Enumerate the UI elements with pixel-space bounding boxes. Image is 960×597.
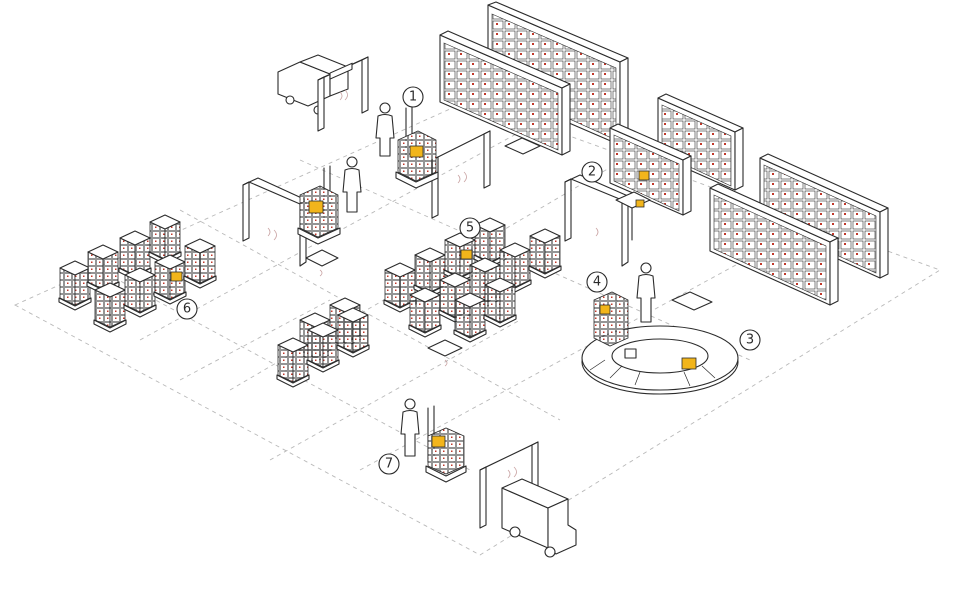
marker-label: 3: [746, 333, 754, 348]
shelf-unit-mid-2: [609, 123, 692, 216]
shelving-units: [439, 1, 889, 306]
pallet-stacks: [58, 214, 562, 388]
pallet-stack: [528, 228, 562, 279]
shelf-unit-mid-1: [657, 93, 744, 191]
marker-circle: [586, 271, 608, 293]
rfid-gate-center: [431, 130, 491, 219]
shelf-unit-back-2: [439, 30, 571, 156]
pallet-stack: [336, 307, 370, 358]
pallet-stack: [408, 287, 442, 338]
numbered-markers: 1 2 3 4 5 6 7: [176, 86, 761, 475]
shelf-unit-front-1: [759, 153, 889, 279]
pallet-stack: [58, 260, 92, 311]
marker-circle: [402, 86, 424, 108]
pallet-stack: [483, 277, 517, 328]
floor-antennas: [305, 137, 713, 367]
worker-forklift-3: [400, 398, 467, 483]
rfid-gate-top: [317, 56, 369, 132]
marker-2: 2: [581, 161, 603, 183]
truck-top-left: [277, 54, 349, 115]
pallet-stack: [383, 262, 417, 313]
worker-packing: [593, 191, 656, 347]
marker-label: 1: [409, 90, 417, 105]
marker-circle: [459, 217, 481, 239]
tagged-carton: [460, 249, 473, 260]
marker-6: 6: [176, 298, 198, 320]
marker-1: 1: [402, 86, 424, 108]
tagged-carton: [170, 271, 183, 282]
pallet-stack: [148, 214, 182, 265]
marker-label: 2: [588, 165, 596, 180]
marker-label: 7: [385, 457, 393, 472]
pallet-stack: [453, 292, 487, 343]
pallet-stack: [306, 322, 340, 373]
marker-label: 4: [593, 275, 601, 290]
pallet-stack: [123, 267, 157, 318]
pallet-stack: [276, 337, 310, 388]
marker-label: 5: [466, 221, 474, 236]
marker-circle: [739, 329, 761, 351]
pallet-stack: [93, 282, 127, 333]
conveyor-loop: [581, 325, 739, 395]
rfid-gate-right: [564, 174, 629, 267]
worker-forklift-1: [375, 102, 439, 189]
marker-3: 3: [739, 329, 761, 351]
marker-circle: [378, 453, 400, 475]
rfid-gate-left: [242, 177, 307, 267]
marker-circle: [581, 161, 603, 183]
pallet-stack: [183, 238, 217, 289]
pallet-stack: [86, 244, 120, 295]
shelf-unit-front-2: [709, 183, 839, 306]
marker-label: 6: [183, 302, 191, 317]
pallet-stack: [118, 230, 152, 281]
marker-circle: [176, 298, 198, 320]
marker-4: 4: [586, 271, 608, 293]
pallet-stack: [153, 254, 187, 305]
marker-7: 7: [378, 453, 400, 475]
worker-forklift-2: [297, 156, 362, 245]
truck-bottom: [501, 478, 577, 558]
marker-5: 5: [459, 217, 481, 239]
